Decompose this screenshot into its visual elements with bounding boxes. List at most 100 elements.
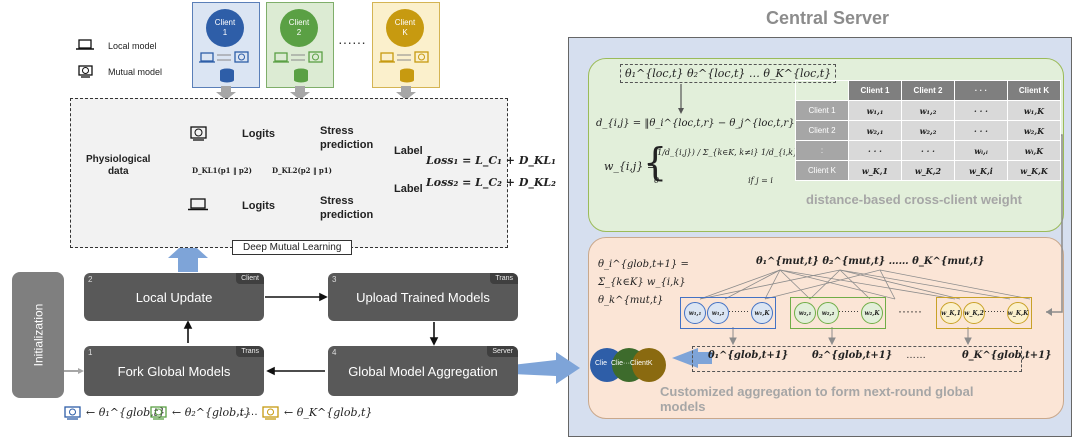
clients-ellipsis: ······ (338, 34, 366, 50)
up-arrow (168, 240, 208, 272)
bottom-formula-2: ← θ₂^{glob,t} (172, 406, 252, 419)
logits-bottom: Logits (242, 200, 275, 212)
table-row: Client K w_K,1 w_K,2 w_K,i w_K,K (795, 160, 1061, 181)
table-cell: · · · (954, 100, 1008, 121)
table-row-header: : (795, 140, 849, 161)
client-box-k: Client K (372, 2, 440, 88)
dml-title: Deep Mutual Learning (232, 240, 353, 255)
weight-node: w₂,K (861, 302, 883, 324)
step-4-number: 4 (332, 348, 337, 357)
next-param-dots: …… (906, 350, 926, 361)
client-2-circle: Client 2 (280, 9, 318, 47)
next-param-1: θ₁^{glob,t+1} (708, 350, 789, 361)
client-2-label: Client 2 (288, 18, 310, 37)
step-local-update: 2 Client Local Update (84, 273, 264, 321)
table-cell: w_K,1 (848, 160, 902, 181)
step-3-number: 3 (332, 275, 337, 284)
weight-formula-lhs: w_{i,j} = (604, 160, 657, 173)
distance-formula: d_{i,j} = ‖θ_i^{loc,t,r} − θ_j^{loc,t,r}… (596, 118, 846, 129)
group-dots: ······ (898, 304, 922, 318)
node-dots: ······· (838, 306, 859, 316)
client-box-2: Client 2 (266, 2, 334, 88)
client-k-models-icon (379, 51, 429, 83)
orange-panel-caption: Customized aggregation to form next-roun… (660, 384, 974, 414)
client-box-1: Client 1 (192, 2, 260, 88)
to-server-arrow (512, 352, 580, 384)
node-group-k: w_K,1 w_K,2 ······· w_K,K (936, 297, 1032, 329)
global-aggregation-formula: θ_i^{glob,t+1} = Σ_{k∈K} w_{i,k} θ_k^{mu… (598, 259, 689, 306)
loss1-formula: Loss₁ = L_C₁ + D_KL₁ (426, 154, 556, 167)
legend-mutual-model: Mutual model (108, 67, 163, 77)
mutual-params: θ₁^{mut,t} θ₂^{mut,t} …… θ_K^{mut,t} (756, 256, 985, 267)
table-row-header: Client 2 (795, 120, 849, 141)
client-circle-brown (632, 348, 666, 382)
client-1-models-icon (199, 51, 249, 83)
node-dots: ······· (984, 306, 1005, 316)
mutual-model-icon (190, 126, 207, 141)
step-3-label: Upload Trained Models (356, 289, 490, 305)
bottom-formula-k: ← θ_K^{glob,t} (284, 406, 373, 419)
weight-node: w₂,₂ (817, 302, 839, 324)
step-upload-models: 3 Trans Upload Trained Models (328, 273, 518, 321)
weight-node: w₁,₂ (707, 302, 729, 324)
step-global-aggregation: 4 Server Global Model Aggregation (328, 346, 518, 396)
central-server-title: Central Server (766, 8, 890, 28)
label-bottom: Label (394, 183, 423, 195)
table-row-header: Client 1 (795, 100, 849, 121)
physiological-data-label: Physiological data (86, 154, 151, 177)
table-header-cell: Client 1 (848, 80, 902, 101)
step-1-tag: Trans (236, 346, 264, 357)
stress-prediction-top: Stress prediction (320, 125, 374, 151)
step-4-tag: Server (487, 346, 518, 357)
step-2-tag: Client (236, 273, 264, 284)
weight-node: w_K,K (1007, 302, 1029, 324)
weight-formula-brace: { (643, 140, 668, 184)
table-row-header: Client K (795, 160, 849, 181)
table-cell: w₁,K (1007, 100, 1061, 121)
node-group-2: w₂,₁ w₂,₂ ······· w₂,K (790, 297, 886, 329)
loss2-formula: Loss₂ = L_C₂ + D_KL₂ (426, 176, 556, 189)
table-row: Client 2 w₂,₁ w₂,₂ · · · w₂,K (795, 120, 1061, 141)
node-group-1: w₁,₁ w₁,₂ ······· w₁,K (680, 297, 776, 329)
monitor-icon-blue (64, 406, 81, 420)
table-cell: wᵢ,K (1007, 140, 1061, 161)
monitor-icon-yellow (262, 406, 279, 420)
bottom-formula-dots: …… (236, 406, 258, 418)
next-global-params-box (692, 346, 1022, 372)
weight-node: w_K,2 (963, 302, 985, 324)
table-header-cell: Client 2 (901, 80, 955, 101)
table-cell: wᵢ,ᵢ (954, 140, 1008, 161)
client-1-circle: Client 1 (206, 9, 244, 47)
table-cell: · · · (901, 140, 955, 161)
table-header-cell: Client K (1007, 80, 1061, 101)
table-cell: w_K,i (954, 160, 1008, 181)
dkl2-label: D_KL2(p2 ‖ p1) (272, 166, 332, 175)
weight-node: w_K,1 (940, 302, 962, 324)
table-header-row: Client 1 Client 2 · · · Client K (795, 80, 1061, 101)
table-cell: w₂,₁ (848, 120, 902, 141)
label-top: Label (394, 145, 423, 157)
initialization-label: Initialization (31, 303, 46, 367)
step-2-label: Local Update (135, 289, 213, 305)
next-param-k: θ_K^{glob,t+1} (962, 350, 1052, 361)
step-3-tag: Trans (490, 273, 518, 284)
table-header-cell (795, 80, 849, 101)
table-header-cell: · · · (954, 80, 1008, 101)
theta-loc-params: θ₁^{loc,t} θ₂^{loc,t} … θ_K^{loc,t} (620, 64, 837, 83)
weight-node: w₁,K (751, 302, 773, 324)
step-2-number: 2 (88, 275, 93, 284)
step-1-label: Fork Global Models (117, 363, 231, 379)
legend-local-model: Local model (108, 41, 157, 51)
next-param-2: θ₂^{glob,t+1} (812, 350, 893, 361)
stress-prediction-bottom: Stress prediction (320, 195, 374, 221)
weight-node: w₁,₁ (684, 302, 706, 324)
table-cell: · · · (954, 120, 1008, 141)
monitor-icon-green (150, 406, 167, 420)
table-row: : · · · · · · wᵢ,ᵢ wᵢ,K (795, 140, 1061, 161)
step-4-label: Global Model Aggregation (348, 363, 498, 379)
client-1-label: Client 1 (214, 18, 236, 37)
laptop-icon (76, 39, 94, 50)
local-model-icon (188, 198, 208, 211)
weight-table: Client 1 Client 2 · · · Client K Client … (795, 80, 1061, 181)
green-panel-caption: distance-based cross-client weight (806, 192, 1023, 207)
